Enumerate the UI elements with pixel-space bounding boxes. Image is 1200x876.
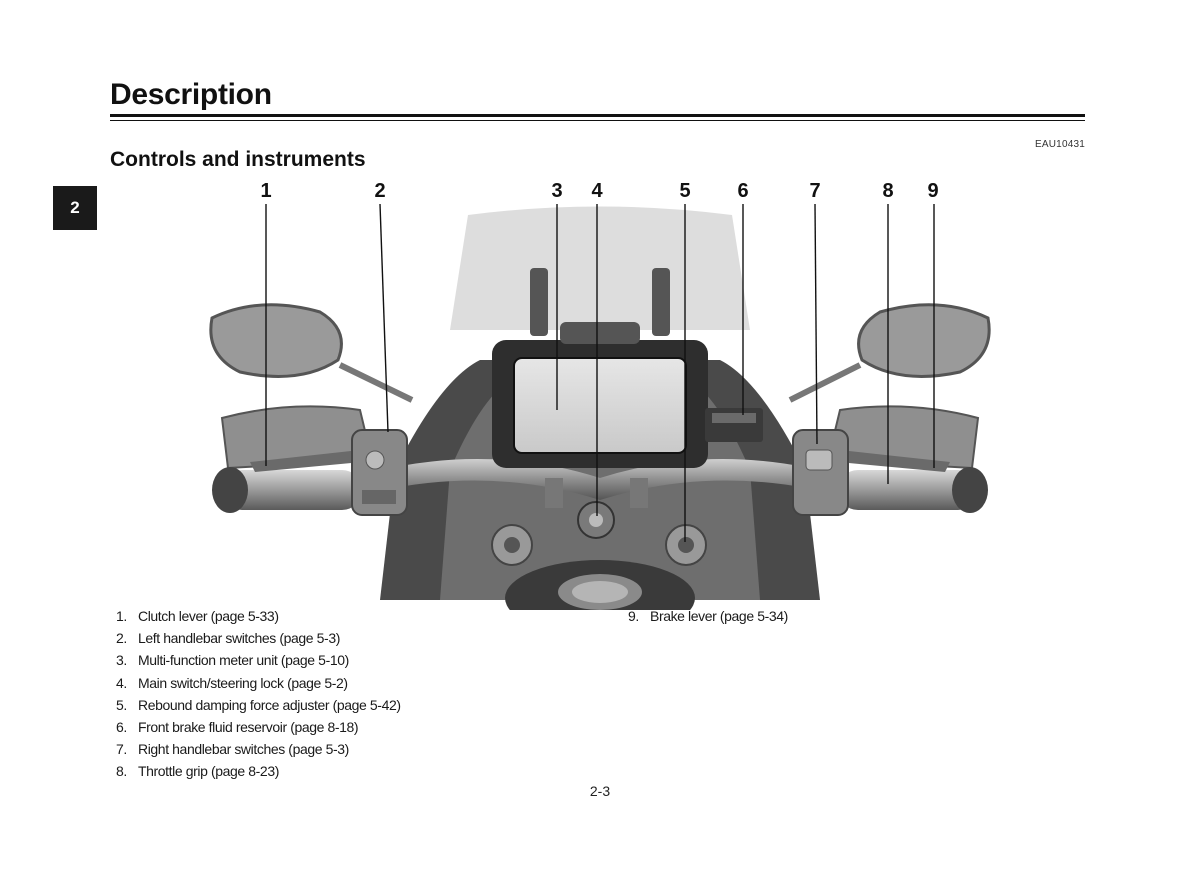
legend-item: 8. Throttle grip (page 8-23) — [116, 760, 596, 782]
legend-text: Left handlebar switches (page 5-3) — [138, 630, 340, 647]
right-mirror-stalk — [788, 362, 862, 403]
callout-4: 4 — [591, 180, 603, 202]
callout-2: 2 — [374, 180, 386, 202]
left-hand-guard — [220, 405, 374, 470]
left-mirror-stalk — [338, 362, 414, 403]
legend-item: 4. Main switch/steering lock (page 5-2) — [116, 672, 596, 694]
legend-text: Multi-function meter unit (page 5-10) — [138, 652, 349, 669]
page-title: Description — [110, 78, 272, 111]
legend-item: 9. Brake lever (page 5-34) — [628, 605, 1108, 627]
windscreen — [450, 206, 750, 330]
legend-number: 3. — [116, 652, 127, 669]
legend-text: Rebound damping force adjuster (page 5-4… — [138, 696, 401, 713]
legend-text: Right handlebar switches (page 5-3) — [138, 741, 349, 758]
legend-number: 6. — [116, 718, 127, 735]
right-hand-guard — [826, 405, 980, 470]
legend-item: 7. Right handlebar switches (page 5-3) — [116, 738, 596, 760]
legend-number: 7. — [116, 741, 127, 758]
section-title: Controls and instruments — [110, 148, 366, 171]
right-grip — [838, 470, 978, 510]
brake-lever-shape — [838, 450, 950, 472]
legend-number: 4. — [116, 674, 127, 691]
legend-number: 1. — [116, 608, 127, 624]
legend-number: 2. — [116, 630, 127, 647]
title-rule-thick — [110, 114, 1085, 117]
callout-6: 6 — [737, 180, 749, 202]
legend-item: 1. Clutch lever (page 5-33) — [116, 605, 596, 627]
chapter-tab: 2 — [53, 186, 97, 230]
legend-item: 3. Multi-function meter unit (page 5-10) — [116, 649, 596, 671]
left-grip — [222, 470, 362, 510]
legend-item: 2. Left handlebar switches (page 5-3) — [116, 627, 596, 649]
callout-5: 5 — [679, 180, 691, 202]
legend-item: 5. Rebound damping force adjuster (page 5… — [116, 694, 596, 716]
legend-text: Brake lever (page 5-34) — [650, 608, 788, 624]
legend-number: 9. — [628, 608, 639, 624]
callout-1: 1 — [260, 180, 272, 202]
page-number: 2-3 — [589, 783, 611, 799]
legend-item: 6. Front brake fluid reservoir (page 8-18… — [116, 716, 596, 738]
legend-number: 5. — [116, 696, 127, 713]
clutch-lever-shape — [250, 450, 362, 472]
callout-9: 9 — [927, 180, 939, 202]
motorcycle-cockpit-drawing — [209, 203, 991, 610]
legend-list-right: 9. Brake lever (page 5-34) — [628, 605, 1108, 627]
legend-text: Main switch/steering lock (page 5-2) — [138, 674, 348, 691]
meter-screen — [513, 357, 687, 454]
legend-text: Front brake fluid reservoir (page 8-18) — [138, 718, 359, 735]
right-switch-housing — [792, 429, 849, 516]
left-mirror — [209, 303, 343, 378]
callout-7: 7 — [809, 180, 821, 202]
document-code: EAU10431 — [1035, 139, 1085, 150]
handlebar — [350, 459, 850, 500]
handlebar-illustration: 1 2 3 4 5 6 7 8 9 — [209, 180, 991, 610]
legend-list-left: 1. Clutch lever (page 5-33) 2. Left handle… — [116, 605, 596, 783]
callout-3: 3 — [551, 180, 563, 202]
right-mirror — [857, 303, 991, 378]
legend-number: 8. — [116, 763, 127, 780]
legend-text: Clutch lever (page 5-33) — [138, 608, 279, 624]
title-rule-thin — [110, 120, 1085, 121]
callout-8: 8 — [882, 180, 894, 202]
legend-text: Throttle grip (page 8-23) — [138, 763, 279, 780]
